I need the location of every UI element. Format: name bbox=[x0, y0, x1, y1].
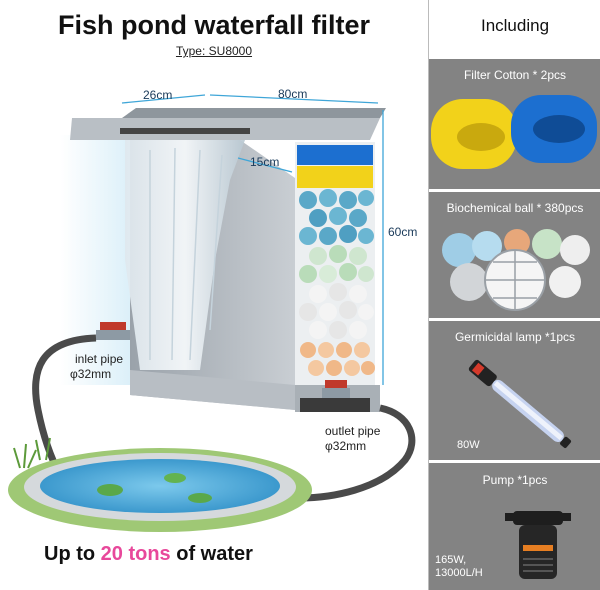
outlet-pipe bbox=[299, 404, 416, 502]
item-label: Pump *1pcs bbox=[482, 473, 548, 487]
lily-pads bbox=[97, 473, 212, 503]
model-type: Type: SU8000 bbox=[175, 44, 253, 58]
inlet-pipe bbox=[32, 334, 97, 477]
item-filter-cotton: Filter Cotton * 2pcs bbox=[429, 56, 600, 189]
lid-top-edge bbox=[122, 108, 386, 118]
bio-balls-orange bbox=[300, 342, 375, 376]
inlet-valve-icon bbox=[96, 322, 130, 340]
capacity-tagline: Up to 20 tons of water bbox=[44, 543, 253, 566]
blue-sponge-layer bbox=[297, 145, 373, 165]
spout-dimension: 15cm bbox=[250, 155, 280, 169]
width-dimension: 26cm bbox=[143, 88, 173, 102]
page-title: Fish pond waterfall filter bbox=[57, 10, 371, 40]
sidebar-header: Including bbox=[429, 0, 600, 56]
grass-tufts bbox=[13, 437, 51, 469]
bio-balls-white bbox=[299, 283, 374, 339]
tagline-suffix: of water bbox=[170, 543, 253, 565]
item-label: Biochemical ball * 380pcs bbox=[446, 201, 584, 215]
inlet-pipe-size: φ32mm bbox=[70, 367, 112, 381]
sidebar-title: Including bbox=[480, 16, 550, 35]
water-streaks bbox=[149, 147, 223, 361]
base-slot bbox=[300, 398, 370, 412]
item-biochemical-ball: Biochemical ball * 380pcs bbox=[429, 189, 600, 318]
outlet-pipe-label: outlet pipe bbox=[325, 424, 381, 438]
uv-lamp-icon bbox=[468, 359, 572, 449]
item-pump: Pump *1pcs 165W, 13000L/H bbox=[429, 460, 600, 590]
pump-flow-rate: 13000L/H bbox=[435, 567, 483, 579]
bio-balls-teal bbox=[299, 189, 374, 245]
dimension-lines bbox=[121, 94, 384, 385]
filter-cotton-icon bbox=[431, 95, 597, 169]
height-dimension: 60cm bbox=[388, 225, 418, 239]
waterfall-filter-illustration bbox=[8, 94, 416, 532]
outlet-valve-icon bbox=[322, 380, 350, 398]
waterfall-sheet bbox=[125, 140, 245, 370]
included-items-sidebar: Including Filter Cotton * 2pcs Biochemic… bbox=[428, 0, 600, 590]
length-dimension: 80cm bbox=[278, 87, 308, 101]
lamp-power: 80W bbox=[457, 439, 480, 451]
bio-balls-green bbox=[299, 245, 374, 283]
main-product-section: Fish pond waterfall filter Type: SU8000 bbox=[8, 10, 418, 566]
outlet-pipe-size: φ32mm bbox=[325, 439, 367, 453]
item-label: Germicidal lamp *1pcs bbox=[454, 330, 576, 344]
pump-power: 165W, bbox=[435, 554, 467, 566]
spout-slot bbox=[120, 128, 250, 134]
pump-icon bbox=[505, 511, 571, 579]
yellow-sponge-layer bbox=[297, 166, 373, 188]
bio-ball-icon bbox=[442, 229, 590, 311]
tagline-highlight: 20 tons bbox=[100, 543, 171, 565]
pond-water bbox=[40, 459, 280, 513]
inlet-pipe-label: inlet pipe bbox=[75, 352, 124, 366]
water-glow bbox=[60, 135, 130, 385]
tagline-prefix: Up to bbox=[44, 543, 101, 565]
item-label: Filter Cotton * 2pcs bbox=[463, 68, 567, 82]
item-germicidal-lamp: Germicidal lamp *1pcs 80W bbox=[429, 318, 600, 460]
